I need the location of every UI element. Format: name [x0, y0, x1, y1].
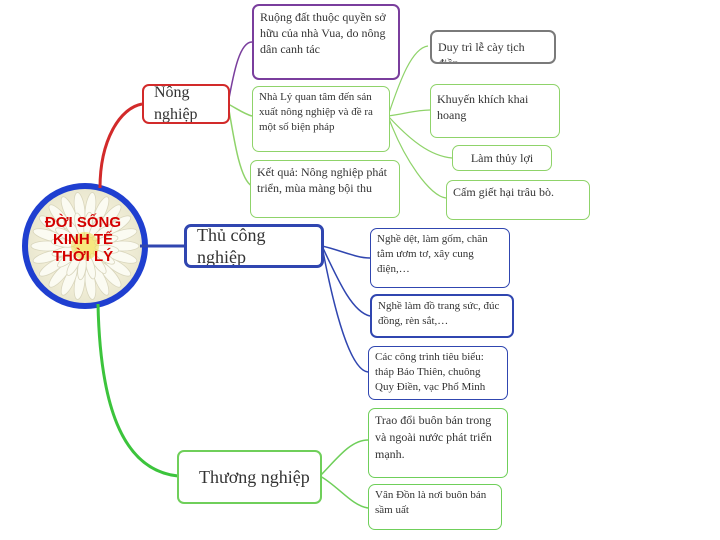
measure-item: Làm thủy lợi [452, 145, 552, 171]
measure-item-text: Khuyến khích khai hoang [437, 92, 529, 122]
measure-item: Duy trì lễ cày tịch điền. [430, 30, 556, 64]
measure-item-text: Duy trì lễ cày tịch điền. [438, 40, 525, 64]
measure-item: Khuyến khích khai hoang [430, 84, 560, 138]
branch-handicraft-1 [321, 245, 371, 259]
branch-agriculture [98, 102, 143, 189]
branch-measure-1 [387, 45, 429, 117]
agri-land-ownership-text: Ruộng đất thuộc quyền sở hữu của nhà Vua… [260, 10, 386, 56]
agri-result: Kết quả: Nông nghiệp phát triển, mùa màn… [250, 160, 400, 218]
category-commerce: Thương nghiệp [177, 450, 322, 504]
commerce-item-text: Vân Đồn là nơi buôn bán sầm uất [375, 489, 487, 516]
daisy-center [71, 232, 99, 260]
branch-commerce [96, 303, 179, 478]
commerce-item: Trao đổi buôn bán trong và ngoài nước ph… [368, 408, 508, 478]
measure-item: Cấm giết hại trâu bò. [446, 180, 590, 220]
central-topic-line: ĐỜI SỐNG [44, 214, 122, 231]
category-agriculture: Nông nghiệp [142, 84, 230, 124]
handicraft-item: Nghề làm đồ trang sức, đúc đồng, rèn sắt… [370, 294, 514, 338]
daisy-petals [30, 192, 140, 300]
central-node [22, 183, 148, 309]
branch-commerce-2 [319, 475, 369, 509]
central-topic-line: KINH TẾ [53, 231, 113, 248]
agri-measures: Nhà Lý quan tâm đến sản xuất nông nghiệp… [252, 86, 390, 152]
commerce-item-text: Trao đổi buôn bán trong và ngoài nước ph… [375, 413, 492, 461]
central-topic-label: ĐỜI SỐNG KINH TẾ THỜI LÝ [18, 214, 148, 265]
branch-agri-measures [227, 103, 253, 117]
branch-handicraft-2 [321, 245, 371, 317]
branch-measure-3 [387, 115, 453, 159]
branch-agri-land [227, 41, 253, 105]
branch-measure-2 [387, 109, 431, 117]
branch-handicraft-3 [321, 245, 369, 373]
central-topic-line: THỜI LÝ [52, 248, 114, 265]
handicraft-item-text: Nghề dệt, làm gốm, chăn tằm ươm tơ, xây … [377, 233, 488, 275]
handicraft-item: Các công trình tiêu biểu: tháp Báo Thiên… [368, 346, 508, 400]
agri-land-ownership: Ruộng đất thuộc quyền sở hữu của nhà Vua… [252, 4, 400, 80]
category-commerce-label: Thương nghiệp [199, 467, 310, 487]
handicraft-item-text: Nghề làm đồ trang sức, đúc đồng, rèn sắt… [378, 300, 500, 327]
branch-measure-4 [387, 115, 447, 199]
handicraft-item: Nghề dệt, làm gốm, chăn tằm ươm tơ, xây … [370, 228, 510, 288]
category-handicraft: Thủ công nghiệp [184, 224, 324, 268]
commerce-item: Vân Đồn là nơi buôn bán sầm uất [368, 484, 502, 530]
measure-item-text: Cấm giết hại trâu bò. [453, 185, 554, 199]
branch-agri-result [227, 103, 253, 187]
category-agriculture-label: Nông nghiệp [154, 84, 198, 123]
branch-commerce-1 [319, 439, 369, 477]
agri-measures-text: Nhà Lý quan tâm đến sản xuất nông nghiệp… [259, 91, 373, 133]
handicraft-item-text: Các công trình tiêu biểu: tháp Báo Thiên… [375, 351, 486, 393]
category-handicraft-label: Thủ công nghiệp [197, 225, 266, 267]
measure-item-text: Làm thủy lợi [470, 151, 534, 165]
agri-result-text: Kết quả: Nông nghiệp phát triển, mùa màn… [257, 165, 387, 195]
